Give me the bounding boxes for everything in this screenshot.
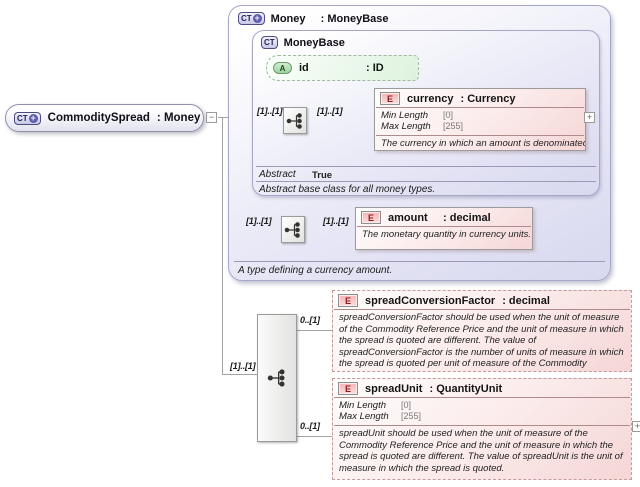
element-documentation: The monetary quantity in currency units.: [362, 229, 531, 240]
spreadunit-element-node[interactable]: E spreadUnit : QuantityUnit Min Length […: [332, 378, 632, 480]
facets-section: Min Length [0] Max Length [255]: [334, 397, 630, 425]
moneybase-type-header: CT MoneyBase: [253, 31, 599, 49]
documentation-section: The currency in which an amount is denom…: [376, 135, 586, 150]
facet-label: Min Length: [339, 400, 387, 411]
documentation-section: The monetary quantity in currency units.: [357, 226, 531, 244]
base-type-name: : MoneyBase: [320, 12, 389, 25]
sequence-compositor[interactable]: [257, 314, 297, 442]
element-icon: E: [361, 211, 381, 224]
divider: [256, 166, 596, 167]
element-type: : decimal: [502, 294, 550, 307]
facet-value: [255]: [443, 121, 464, 131]
money-documentation: A type defining a currency amount.: [238, 265, 393, 276]
connector-line: [297, 330, 332, 331]
derivation-plus-icon: +: [28, 112, 38, 123]
type-name: Money: [270, 12, 306, 25]
element-header: E amount : decimal: [356, 208, 532, 226]
attribute-name: id: [299, 62, 309, 74]
facet-value: [255]: [401, 411, 422, 421]
element-documentation: spreadConversionFactor should be used wh…: [339, 312, 624, 371]
divider: [234, 261, 605, 262]
element-name: spreadUnit: [365, 382, 423, 395]
cardinality-label: [1]..[1]: [317, 106, 343, 116]
element-header: E spreadUnit : QuantityUnit: [333, 379, 631, 397]
moneybase-documentation: Abstract base class for all money types.: [259, 184, 436, 195]
connector-line: [222, 117, 223, 374]
currency-element-node[interactable]: E currency : Currency Min Length [0] Max…: [374, 88, 586, 151]
sequence-icon: [267, 369, 285, 387]
connector-line: [297, 436, 332, 437]
connector-line: [222, 374, 257, 375]
element-name: amount: [388, 211, 428, 224]
money-type-header: CT + Money : MoneyBase: [229, 6, 610, 25]
facet-row: Max Length [255]: [339, 411, 625, 422]
complex-type-icon: CT +: [238, 12, 265, 25]
documentation-section: spreadUnit should be used when the unit …: [334, 425, 630, 477]
element-header: E currency : Currency: [375, 89, 585, 107]
id-attribute-node[interactable]: A id : ID: [266, 55, 419, 81]
amount-element-node[interactable]: E amount : decimal The monetary quantity…: [355, 207, 533, 250]
documentation-section: spreadConversionFactor should be used wh…: [334, 309, 630, 371]
facets-section: Min Length [0] Max Length [255]: [376, 107, 584, 135]
root-name: CommoditySpread: [47, 112, 150, 124]
abstract-value: True: [312, 170, 333, 181]
element-name: currency: [407, 92, 454, 105]
sequence-compositor[interactable]: [281, 216, 305, 243]
facet-value: [0]: [443, 110, 454, 120]
sequence-icon: [286, 112, 302, 129]
element-type: : QuantityUnit: [429, 382, 503, 395]
attribute-icon: A: [273, 62, 292, 74]
element-icon: E: [338, 382, 358, 395]
facet-value: [0]: [401, 400, 412, 410]
complex-type-icon: CT +: [14, 111, 41, 125]
badge-letters: CT: [17, 113, 28, 123]
facet-label: Min Length: [381, 110, 429, 121]
commodityspread-root-node[interactable]: CT + CommoditySpread : Money: [5, 104, 204, 132]
complex-type-icon: CT: [261, 36, 278, 49]
element-icon: E: [338, 294, 358, 307]
sequence-compositor[interactable]: [283, 107, 307, 134]
element-header: E spreadConversionFactor : decimal: [333, 291, 631, 309]
facet-row: Max Length [255]: [381, 121, 579, 132]
divider: [256, 181, 596, 182]
sequence-icon: [284, 221, 300, 238]
spreadconversionfactor-element-node[interactable]: E spreadConversionFactor : decimal sprea…: [332, 290, 632, 372]
expand-toggle[interactable]: +: [632, 421, 640, 432]
element-icon: E: [380, 92, 400, 105]
cardinality-label: [1]..[1]: [246, 216, 272, 226]
facet-label: Max Length: [339, 411, 389, 422]
facet-row: Min Length [0]: [381, 110, 579, 121]
cardinality-label: 0..[1]: [300, 315, 320, 325]
root-type: : Money: [156, 112, 201, 124]
element-documentation: spreadUnit should be used when the unit …: [339, 428, 623, 474]
abstract-label: Abstract: [259, 169, 296, 180]
badge-letters: CT: [241, 14, 252, 23]
expand-toggle[interactable]: +: [584, 112, 595, 123]
type-name: MoneyBase: [283, 36, 345, 49]
attribute-type: : ID: [366, 62, 384, 74]
cardinality-label: [1]..[1]: [257, 106, 283, 116]
element-name: spreadConversionFactor: [365, 294, 496, 307]
cardinality-label: [1]..[1]: [230, 361, 256, 371]
cardinality-label: 0..[1]: [300, 421, 320, 431]
facet-label: Max Length: [381, 121, 431, 132]
derivation-plus-icon: +: [252, 13, 262, 23]
collapse-toggle[interactable]: −: [206, 112, 217, 123]
element-type: : Currency: [460, 92, 516, 105]
facet-row: Min Length [0]: [339, 400, 625, 411]
badge-letters: CT: [264, 38, 275, 47]
element-type: : decimal: [443, 211, 491, 224]
element-documentation: The currency in which an amount is denom…: [381, 138, 586, 149]
cardinality-label: [1]..[1]: [323, 216, 349, 226]
